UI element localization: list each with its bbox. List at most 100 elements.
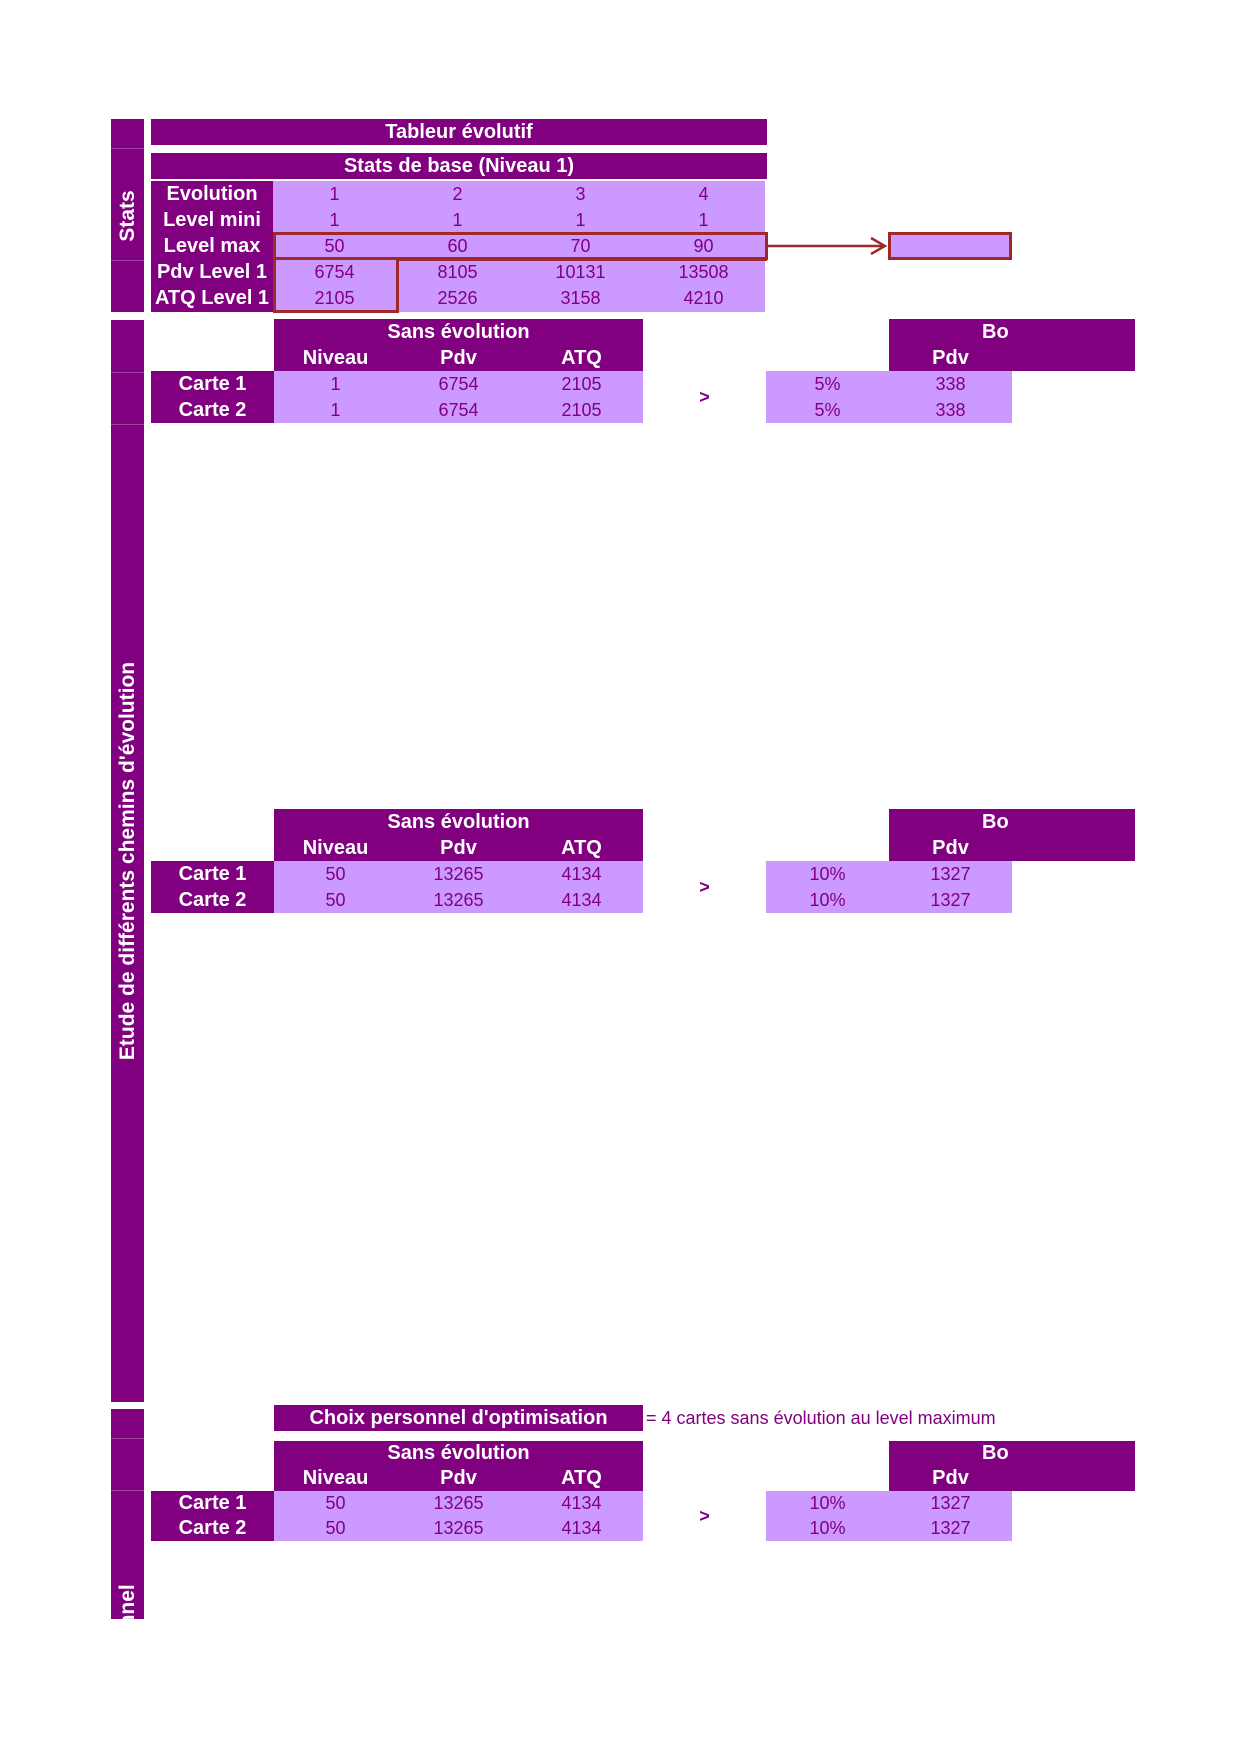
stats-cell[interactable]: 10131: [519, 259, 642, 286]
card-cell[interactable]: 2105: [520, 397, 643, 423]
side-divider: [111, 372, 144, 373]
card-label: Carte 1: [151, 861, 274, 887]
bonus-header: Bo: [889, 809, 1135, 835]
column-header: ATQ: [520, 835, 643, 861]
stats-cell[interactable]: 3158: [519, 285, 642, 312]
stats-row-label: ATQ Level 1: [151, 285, 273, 312]
stats-cell[interactable]: 4210: [642, 285, 765, 312]
card-cell[interactable]: 13265: [397, 1516, 520, 1541]
card-cell[interactable]: 50: [274, 887, 397, 913]
bonus-header-fill: [1012, 1466, 1135, 1491]
card-label: Carte 1: [151, 371, 274, 397]
column-header: Niveau: [274, 345, 397, 371]
column-header: ATQ: [520, 345, 643, 371]
stats-cell[interactable]: 6754: [273, 259, 396, 286]
column-header: Niveau: [274, 1466, 397, 1491]
bonus-header-fill: [1012, 345, 1135, 371]
stats-cell[interactable]: 13508: [642, 259, 765, 286]
stats-row-label: Level mini: [151, 207, 273, 234]
bonus-value-cell[interactable]: 1327: [889, 1516, 1012, 1541]
side-divider: [111, 1490, 144, 1491]
bonus-value-cell[interactable]: 338: [889, 397, 1012, 423]
card-cell[interactable]: 4134: [520, 1491, 643, 1516]
target-cell[interactable]: [888, 232, 1012, 260]
stats-cell[interactable]: 2526: [396, 285, 519, 312]
arrow-icon: [767, 236, 887, 256]
card-cell[interactable]: 13265: [397, 887, 520, 913]
side-label-personnel: Personnel: [115, 1584, 139, 1686]
bonus-value-cell[interactable]: 1327: [889, 861, 1012, 887]
column-header: Pdv: [397, 835, 520, 861]
bonus-percent-cell[interactable]: 5%: [766, 397, 889, 423]
comparison-arrow: >: [699, 1505, 710, 1526]
card-cell[interactable]: 50: [274, 1516, 397, 1541]
stats-cell[interactable]: 60: [396, 233, 519, 260]
stats-cell[interactable]: 3: [519, 181, 642, 208]
bonus-column-header: Pdv: [889, 835, 1012, 861]
stats-subtitle: Stats de base (Niveau 1): [151, 153, 767, 179]
side-divider: [111, 148, 144, 149]
bonus-value-cell[interactable]: 1327: [889, 887, 1012, 913]
stats-cell[interactable]: 50: [273, 233, 396, 260]
card-cell[interactable]: 6754: [397, 371, 520, 397]
card-cell[interactable]: 13265: [397, 1491, 520, 1516]
sheet-title: Tableur évolutif: [151, 119, 767, 145]
group-header: Sans évolution: [274, 1441, 643, 1466]
side-divider: [111, 424, 144, 425]
stats-row-label: Pdv Level 1: [151, 259, 273, 286]
card-cell[interactable]: 13265: [397, 861, 520, 887]
stats-row-label: Level max: [151, 233, 273, 260]
bonus-value-cell[interactable]: 338: [889, 371, 1012, 397]
card-cell[interactable]: 6754: [397, 397, 520, 423]
bonus-column-header: Pdv: [889, 1466, 1012, 1491]
stats-cell[interactable]: 2105: [273, 285, 396, 312]
stats-cell[interactable]: 1: [519, 207, 642, 234]
card-cell[interactable]: 4134: [520, 887, 643, 913]
side-label-stats: Stats: [115, 189, 139, 242]
personnel-note: = 4 cartes sans évolution au level maxim…: [646, 1407, 996, 1428]
column-header: Pdv: [397, 1466, 520, 1491]
stats-cell[interactable]: 1: [396, 207, 519, 234]
bonus-percent-cell[interactable]: 10%: [766, 1491, 889, 1516]
personnel-title: Choix personnel d'optimisation: [274, 1405, 643, 1431]
card-label: Carte 2: [151, 397, 274, 423]
group-header: Sans évolution: [274, 319, 643, 345]
card-cell[interactable]: 50: [274, 1491, 397, 1516]
stats-cell[interactable]: 4: [642, 181, 765, 208]
card-cell[interactable]: 1: [274, 371, 397, 397]
bonus-percent-cell[interactable]: 10%: [766, 887, 889, 913]
stats-cell[interactable]: 1: [642, 207, 765, 234]
bonus-header-fill: [1012, 835, 1135, 861]
bonus-percent-cell[interactable]: 5%: [766, 371, 889, 397]
card-cell[interactable]: 1: [274, 397, 397, 423]
card-label: Carte 2: [151, 1516, 274, 1541]
bonus-value-cell[interactable]: 1327: [889, 1491, 1012, 1516]
stats-row-label: Evolution: [151, 181, 273, 208]
bonus-column-header: Pdv: [889, 345, 1012, 371]
bonus-header: Bo: [889, 319, 1135, 345]
side-label-etude: Etude de différents chemins d'évolution: [115, 661, 139, 1061]
column-header: ATQ: [520, 1466, 643, 1491]
highlight-step-top: [397, 258, 767, 261]
group-header: Sans évolution: [274, 809, 643, 835]
highlight-level1-step: [273, 258, 399, 313]
side-band-etude: Etude de différents chemins d'évolution: [111, 320, 144, 1402]
side-divider: [111, 260, 144, 261]
stats-cell[interactable]: 8105: [396, 259, 519, 286]
bonus-header: Bo: [889, 1441, 1135, 1466]
stats-cell[interactable]: 1: [273, 181, 396, 208]
column-header: Pdv: [397, 345, 520, 371]
stats-cell[interactable]: 90: [642, 233, 765, 260]
card-cell[interactable]: 4134: [520, 1516, 643, 1541]
stats-cell[interactable]: 2: [396, 181, 519, 208]
bonus-percent-cell[interactable]: 10%: [766, 861, 889, 887]
card-cell[interactable]: 50: [274, 861, 397, 887]
card-cell[interactable]: 2105: [520, 371, 643, 397]
card-cell[interactable]: 4134: [520, 861, 643, 887]
bonus-percent-cell[interactable]: 10%: [766, 1516, 889, 1541]
stats-cell[interactable]: 1: [273, 207, 396, 234]
stats-cell[interactable]: 70: [519, 233, 642, 260]
card-label: Carte 2: [151, 887, 274, 913]
side-band-stats: Stats: [111, 119, 144, 312]
side-divider: [111, 1438, 144, 1439]
